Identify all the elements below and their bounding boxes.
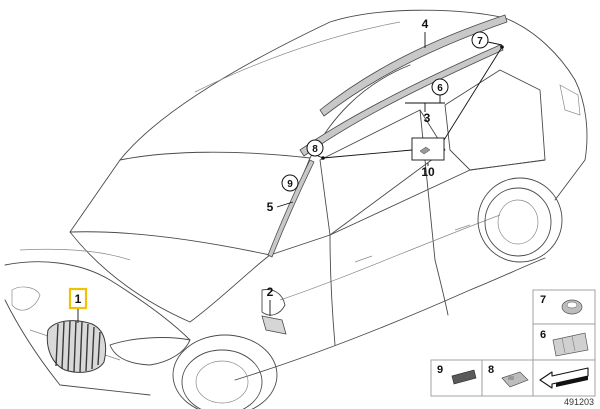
roof-inner-line bbox=[194, 21, 401, 93]
front-wheel-arch bbox=[172, 334, 278, 409]
rear-wheel-arch bbox=[477, 177, 563, 263]
callout-3-label[interactable]: 3 bbox=[424, 111, 431, 125]
body-side-crease bbox=[279, 214, 501, 301]
legend-part-6-icon bbox=[552, 332, 589, 357]
front-wheel-rim bbox=[195, 360, 249, 404]
callout-1-highlight[interactable] bbox=[68, 287, 88, 310]
callout-10-clip-icon bbox=[419, 146, 431, 155]
side-mirror bbox=[261, 289, 286, 316]
leader-dot-a bbox=[321, 156, 325, 160]
body-side-upper bbox=[269, 159, 546, 256]
diagram-id: 491203 bbox=[564, 397, 594, 407]
callout-10-line-b bbox=[443, 46, 503, 141]
hood-crease bbox=[19, 248, 131, 261]
headlight-outline bbox=[109, 337, 191, 366]
rear-outline bbox=[554, 79, 588, 201]
rear-door-line bbox=[434, 259, 449, 316]
legend-label-7: 7 bbox=[540, 294, 546, 306]
legend-label-6: 6 bbox=[540, 329, 546, 341]
a-pillar-trim bbox=[267, 159, 315, 258]
side-window-front bbox=[319, 109, 446, 236]
hood-outline bbox=[69, 231, 271, 323]
callout-2-label[interactable]: 2 bbox=[267, 285, 274, 299]
callout-10-line-a bbox=[322, 149, 413, 159]
callout-8-circle[interactable] bbox=[306, 139, 324, 157]
callout-4-label[interactable]: 4 bbox=[422, 17, 429, 31]
callout-9-label: 9 bbox=[287, 179, 293, 190]
door-handle-rear bbox=[454, 224, 471, 231]
callout-8-label: 8 bbox=[312, 144, 318, 155]
hood-front-edge bbox=[4, 261, 191, 341]
callout-9-circle[interactable] bbox=[281, 174, 299, 192]
taillight bbox=[559, 84, 581, 116]
kidney-grille bbox=[46, 320, 107, 373]
callout-5-leader bbox=[276, 201, 294, 208]
fender-gill bbox=[261, 315, 287, 335]
rear-wheel-tire bbox=[484, 187, 552, 257]
callout-3-bracket bbox=[405, 102, 445, 112]
front-bumper bbox=[4, 299, 151, 396]
body-side-lower bbox=[234, 257, 546, 381]
rear-wheel-rim bbox=[497, 199, 539, 245]
callout-5-label[interactable]: 5 bbox=[267, 200, 274, 214]
callout-10-label[interactable]: 10 bbox=[421, 165, 435, 179]
b-pillar bbox=[419, 109, 436, 261]
trim-parts bbox=[267, 14, 508, 258]
side-window-rear bbox=[444, 69, 546, 171]
roof-rail-trim bbox=[319, 14, 508, 117]
callout-7-label: 7 bbox=[477, 36, 483, 47]
leader-dot-b bbox=[500, 45, 504, 49]
car-illustration bbox=[4, 9, 588, 409]
direction-arrow-icon bbox=[539, 367, 589, 389]
fog-light-left bbox=[11, 286, 41, 311]
callout-7-circle[interactable] bbox=[471, 31, 489, 49]
window-frame-trim bbox=[299, 44, 504, 157]
parts-legend: 7 6 9 8 bbox=[430, 289, 596, 397]
callout-6-label: 6 bbox=[437, 83, 443, 94]
callout-1-label: 1 bbox=[75, 292, 82, 306]
legend-part-9-icon bbox=[451, 369, 477, 385]
legend-label-8: 8 bbox=[488, 364, 494, 376]
roof-outline bbox=[119, 9, 576, 161]
front-door-line bbox=[329, 234, 336, 346]
door-handle-front bbox=[354, 255, 373, 263]
legend-part-8-icon bbox=[501, 371, 529, 388]
legend-label-9: 9 bbox=[437, 364, 443, 376]
callout-7-leader bbox=[487, 41, 503, 46]
front-wheel-tire bbox=[181, 349, 263, 409]
